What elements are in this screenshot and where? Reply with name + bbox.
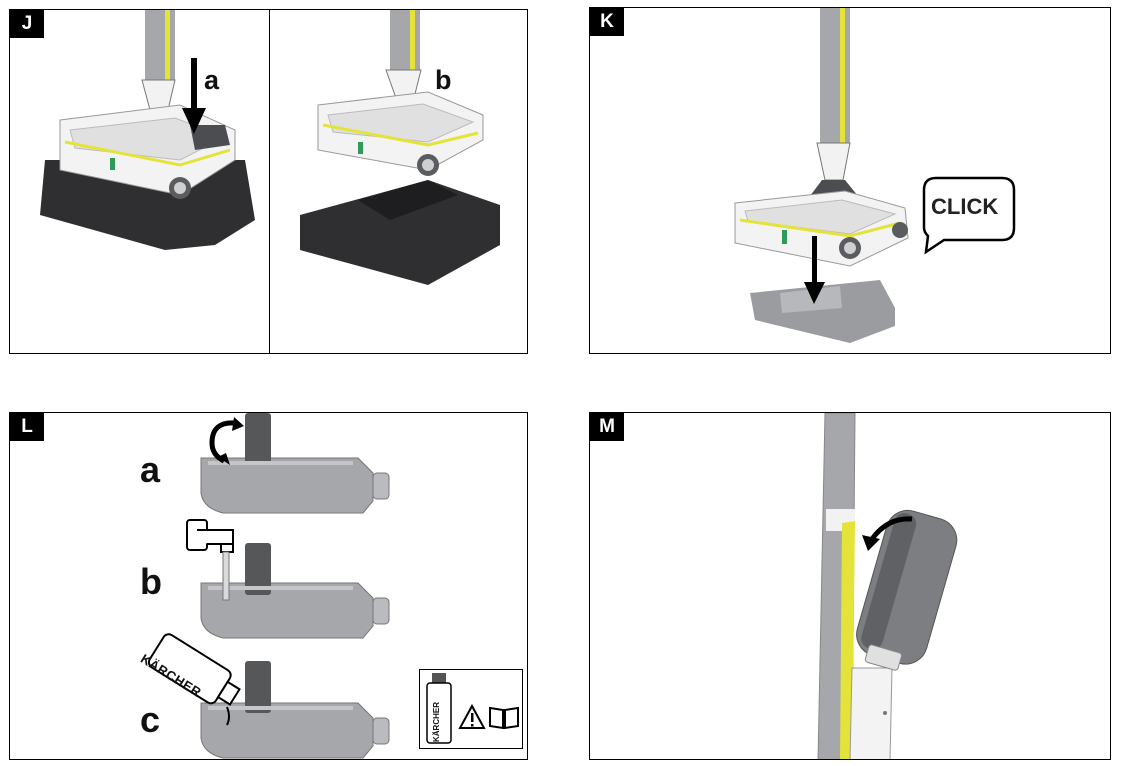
manual-book-icon [489, 706, 519, 730]
panel-l: L a b c KÄRCHER [9, 412, 528, 760]
down-arrow-icon [182, 58, 206, 134]
water-tank-c [200, 661, 390, 759]
speech-bubble-icon [922, 176, 1016, 255]
click-callout-text: CLICK [931, 194, 999, 219]
step-l-b: b [140, 561, 162, 602]
illustration-handle-tank-insertion [817, 413, 958, 759]
illustration-device-on-station [40, 10, 255, 250]
panel-j-divider [269, 10, 270, 353]
step-l-a: a [140, 449, 161, 490]
warning-triangle-icon [458, 704, 486, 729]
detergent-bottle-icon [147, 633, 241, 726]
usage-info-box: KÄRCHER [419, 669, 523, 749]
water-tank-a [200, 413, 390, 514]
illustration-device-lifted [300, 10, 500, 285]
faucet-icon [186, 519, 234, 601]
water-tank-b [200, 543, 390, 639]
small-bottle-text: KÄRCHER [432, 702, 441, 742]
panel-label-l: L [10, 413, 44, 441]
panel-label-k: K [590, 8, 624, 36]
down-arrow-icon [804, 236, 825, 304]
step-j-b: b [435, 65, 452, 95]
illustration-device-clicking-into-tray [734, 8, 909, 343]
rotate-arrow-icon [209, 417, 244, 465]
step-l-c: c [140, 699, 161, 740]
small-bottle-icon [426, 673, 452, 744]
panel-j: J a b [9, 9, 528, 354]
panel-label-j: J [10, 10, 44, 38]
step-j-a: a [204, 65, 220, 95]
curved-arrow-icon [862, 516, 913, 551]
panel-k: K CLICK [589, 7, 1111, 354]
panel-label-m: M [590, 413, 624, 441]
panel-m: M [589, 412, 1111, 760]
